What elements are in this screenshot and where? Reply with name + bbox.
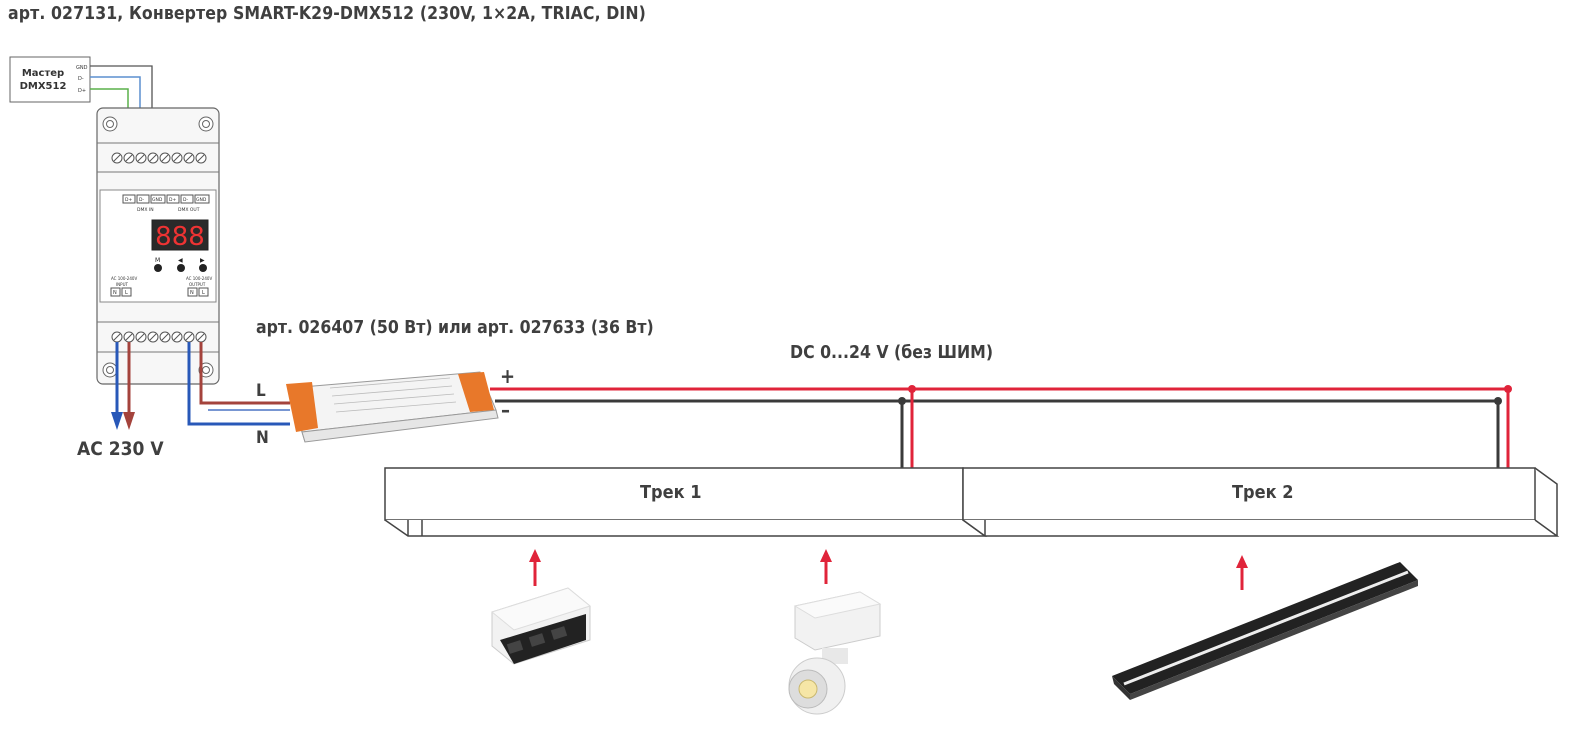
output-voltage-label: AC 100-240V bbox=[186, 276, 212, 281]
svg-text:L: L bbox=[202, 290, 205, 296]
dmx-master-box: Мастер DMX512 GND D- D+ bbox=[9, 56, 91, 103]
page-title: арт. 027131, Конвертер SMART-K29-DMX512 … bbox=[8, 4, 646, 24]
fixture-spot bbox=[788, 591, 882, 715]
ac-input-caption: AC 230 V bbox=[77, 438, 164, 460]
button-m-label: M bbox=[155, 257, 160, 264]
psu-caption: арт. 026407 (50 Вт) или арт. 027633 (36 … bbox=[256, 318, 654, 338]
track-2-label: Трек 2 bbox=[1232, 482, 1294, 503]
fixture-arrows bbox=[529, 549, 1248, 590]
positive-label: + bbox=[500, 364, 516, 388]
neutral-wire-to-psu bbox=[187, 342, 290, 426]
display-digits: 888 bbox=[155, 222, 205, 252]
dmx-in-label: DMX IN bbox=[137, 207, 154, 213]
track-2 bbox=[962, 467, 1560, 537]
power-supply bbox=[286, 371, 499, 443]
negative-label: – bbox=[501, 398, 510, 422]
dmx-out-label: DMX OUT bbox=[178, 207, 200, 213]
converter-module: D+ D- GND D+ D- GND DMX IN DMX OUT 888 M… bbox=[96, 107, 220, 385]
dmx-terminal-labels: D+ D- GND D+ D- GND DMX IN DMX OUT bbox=[122, 194, 210, 213]
master-line2: DMX512 bbox=[20, 81, 67, 92]
svg-text:GND: GND bbox=[196, 197, 207, 203]
fixture-multi-spot bbox=[490, 587, 592, 665]
output-label: OUTPUT bbox=[189, 282, 206, 287]
master-pin-gnd: GND bbox=[76, 65, 88, 71]
svg-text:D-: D- bbox=[183, 197, 188, 203]
neutral-label: N bbox=[256, 428, 269, 448]
svg-text:N: N bbox=[190, 290, 194, 296]
master-pin-dplus: D+ bbox=[78, 88, 86, 94]
svg-text:N: N bbox=[113, 290, 117, 296]
control-buttons: M ◀ ▶ bbox=[154, 257, 207, 272]
svg-text:GND: GND bbox=[152, 197, 163, 203]
live-label: L bbox=[256, 381, 266, 401]
button-right-label: ▶ bbox=[200, 257, 205, 264]
fixture-linear bbox=[1112, 562, 1418, 700]
led-display bbox=[151, 219, 209, 251]
track-1-label: Трек 1 bbox=[640, 482, 702, 503]
master-pin-dminus: D- bbox=[78, 76, 84, 82]
svg-text:D-: D- bbox=[139, 197, 144, 203]
input-label: INPUT bbox=[116, 282, 129, 287]
track-1 bbox=[384, 467, 988, 537]
svg-text:D+: D+ bbox=[169, 197, 176, 203]
svg-text:L: L bbox=[125, 290, 128, 296]
live-wire-to-psu bbox=[199, 342, 290, 405]
dc-output-caption: DC 0...24 V (без ШИМ) bbox=[790, 343, 994, 363]
svg-text:D+: D+ bbox=[125, 197, 132, 203]
ac-input-wires bbox=[111, 342, 135, 430]
button-left-label: ◀ bbox=[178, 257, 183, 264]
input-voltage-label: AC 100-240V bbox=[111, 276, 137, 281]
master-line1: Мастер bbox=[22, 68, 64, 79]
